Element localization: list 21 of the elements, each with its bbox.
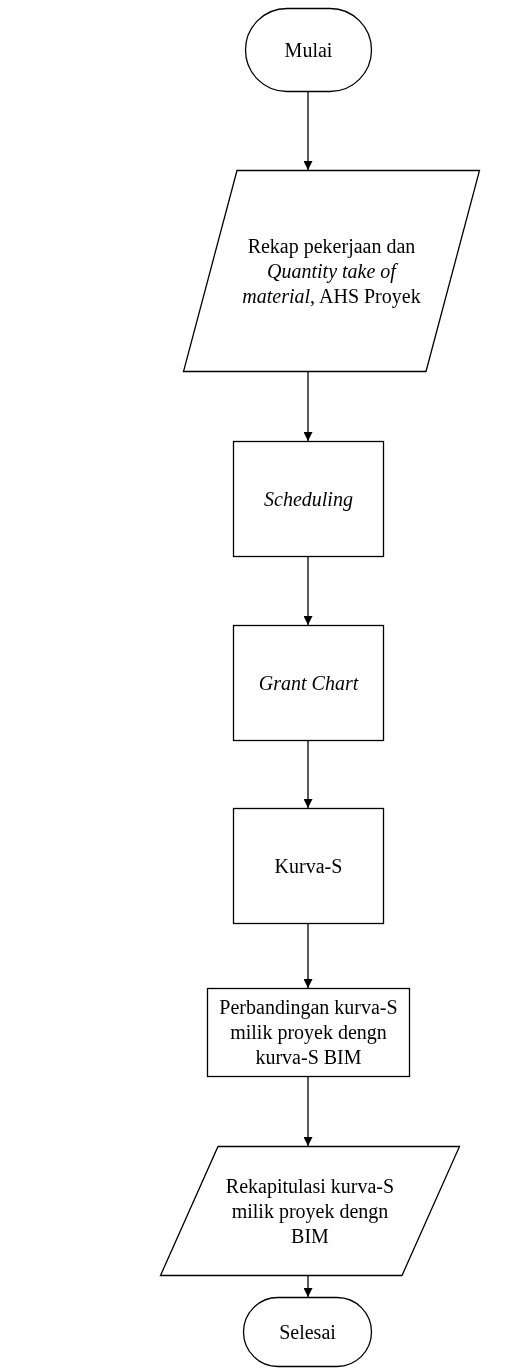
input-output-parallelogram xyxy=(160,1146,460,1276)
input-output-parallelogram xyxy=(183,170,480,372)
process-box xyxy=(207,988,410,1077)
node-label: Rekapitulasi kurva-S milik proyek dengn BIM xyxy=(224,1173,396,1249)
node-label: Mulai xyxy=(284,37,333,63)
arrow xyxy=(303,371,313,442)
process-box xyxy=(233,441,384,557)
process-box xyxy=(233,808,384,924)
arrow xyxy=(303,1076,313,1147)
arrow xyxy=(303,91,313,171)
arrow xyxy=(303,740,313,809)
arrow xyxy=(303,923,313,989)
arrow xyxy=(303,1275,313,1298)
node-label: Rekap pekerjaan dan Quantity take of material, AHS Proyek xyxy=(241,233,422,309)
node-label: Scheduling xyxy=(264,486,353,512)
node-label: Perbandingan kurva-S milik proyek dengn kurva-S BIM xyxy=(218,995,399,1070)
node-label: Kurva-S xyxy=(274,853,343,879)
process-box xyxy=(233,625,384,741)
arrow xyxy=(303,556,313,626)
node-label: Grant Chart xyxy=(258,670,359,696)
node-label: Selesai xyxy=(279,1319,336,1345)
